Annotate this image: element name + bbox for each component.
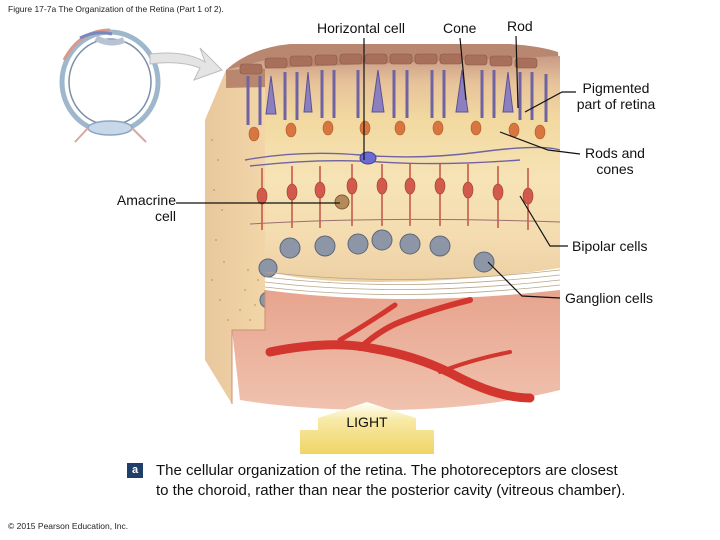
label-amacrine: Amacrine cell [96, 192, 176, 224]
label-rods-cones-line2: cones [596, 161, 634, 177]
label-light: LIGHT [346, 414, 388, 430]
label-cone: Cone [443, 20, 477, 36]
label-pigmented-line2: part of retina [576, 96, 656, 112]
ganglion-cells [258, 229, 495, 349]
side-stipple [211, 139, 259, 321]
figure-caption: The cellular organization of the retina.… [156, 462, 626, 499]
inner-plexiform [249, 218, 561, 225]
photoreceptors [246, 69, 548, 142]
label-pigmented-line1: Pigmented [582, 80, 650, 96]
leader-bipolar [519, 195, 568, 247]
copyright-notice: © 2015 Pearson Education, Inc. [8, 521, 129, 531]
retina-side-face [205, 60, 265, 404]
label-rod: Rod [507, 18, 533, 34]
leader-ganglion [487, 261, 561, 299]
label-horizontal-cell: Horizontal cell [317, 20, 405, 36]
bipolar-cells [256, 164, 534, 230]
figure-title: Figure 17-7a The Organization of the Ret… [8, 4, 224, 14]
horizontal-cell-body [359, 151, 377, 165]
magnify-arrow [149, 47, 223, 81]
leader-cone [459, 37, 467, 101]
leader-pigmented [524, 91, 576, 113]
eye-thumbnail [59, 28, 161, 143]
label-amacrine-line1: Amacrine [116, 192, 176, 208]
pigment-cells [239, 53, 538, 75]
label-rods-cones-line1: Rods and [585, 145, 645, 161]
outer-plexiform [244, 146, 561, 167]
label-pigmented: Pigmented part of retina [566, 80, 666, 112]
panel-letter-badge: a [127, 463, 143, 478]
nerve-fiber-layer [264, 269, 561, 295]
amacrine-cell-body [334, 194, 350, 210]
label-bipolar: Bipolar cells [572, 238, 648, 254]
leader-lines [176, 35, 581, 299]
leader-rod [515, 35, 519, 109]
label-ganglion: Ganglion cells [565, 290, 653, 306]
light-arrow [300, 402, 434, 454]
label-rods-cones: Rods and cones [575, 145, 655, 177]
label-amacrine-line2: cell [154, 208, 176, 224]
blood-vessels [265, 297, 535, 403]
leader-rods-cones [499, 131, 581, 155]
